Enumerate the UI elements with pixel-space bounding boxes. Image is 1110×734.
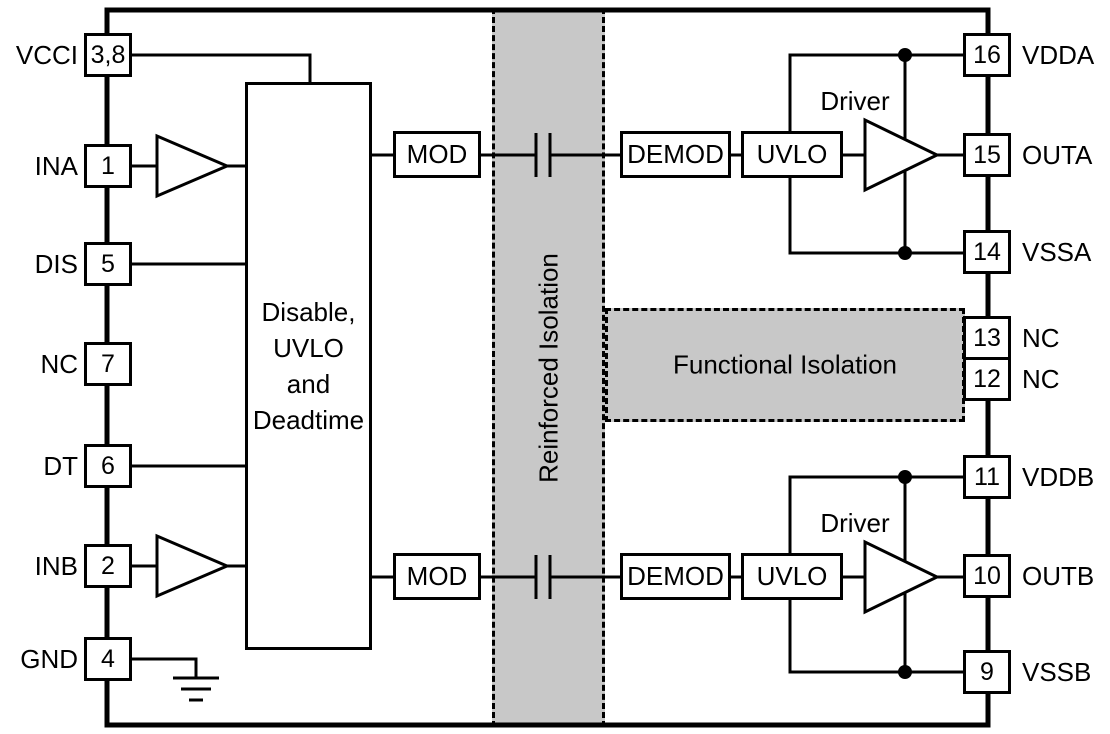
demod-a-block: DEMOD (620, 131, 731, 178)
pin-box-inb: 2 (84, 544, 132, 588)
pin-label-outa: OUTA (1022, 140, 1093, 170)
uvlo-a-block: UVLO (741, 131, 843, 178)
input-buffer-a-icon (155, 133, 231, 199)
functional-isolation-label: Functional Isolation (672, 349, 898, 380)
junction-dots (898, 48, 912, 679)
control-block: Disable, UVLO and Deadtime (245, 82, 372, 650)
package-outline (104, 7, 991, 728)
junction-dot (898, 470, 912, 484)
pin-label-nc-left: NC (40, 349, 78, 379)
uvlo-b-block: UVLO (741, 553, 843, 600)
pin-box-outa: 15 (963, 133, 1011, 177)
pin-label-gnd: GND (20, 644, 78, 674)
pin-box-nc-13: 13 (963, 316, 1011, 360)
pin-box-vddb: 11 (963, 455, 1011, 499)
pin-label-nc-12: NC (1022, 364, 1060, 394)
pin-label-vddb: VDDB (1022, 462, 1095, 492)
pin-label-inb: INB (34, 551, 78, 581)
pin-label-nc-13: NC (1022, 323, 1060, 353)
pin-label-dt: DT (43, 451, 78, 481)
driver-b-label: Driver (820, 508, 890, 538)
driver-a-triangle-icon (863, 117, 941, 193)
pin-label-vssa: VSSA (1022, 237, 1092, 267)
capacitor-a-icon (534, 133, 552, 177)
pin-label-vcci: VCCI (15, 40, 78, 70)
control-block-label: Disable, UVLO and Deadtime (252, 297, 365, 435)
pin-label-dis: DIS (34, 249, 78, 279)
pin-box-gnd: 4 (84, 637, 132, 681)
pin-box-dt: 6 (84, 444, 132, 488)
junction-dot (898, 665, 912, 679)
pin-box-nc-left: 7 (84, 342, 132, 386)
pin-box-ina: 1 (84, 144, 132, 188)
input-buffer-b-icon (155, 533, 231, 599)
demod-b-block: DEMOD (620, 553, 731, 600)
wire-gnd (132, 657, 198, 678)
functional-isolation-band: Functional Isolation (605, 308, 965, 422)
capacitor-b-icon (534, 555, 552, 599)
pin-box-vssa: 14 (963, 230, 1011, 274)
pin-label-outb: OUTB (1022, 561, 1095, 591)
driver-b-triangle-icon (863, 539, 941, 615)
pin-box-dis: 5 (84, 242, 132, 286)
pin-label-ina: INA (34, 151, 78, 181)
pin-box-nc-12: 12 (963, 357, 1011, 401)
reinforced-isolation-band: Reinforced Isolation (492, 8, 605, 727)
mod-b-block: MOD (393, 553, 481, 600)
pin-box-vcci: 3,8 (84, 33, 132, 77)
pin-label-vdda: VDDA (1022, 40, 1095, 70)
junction-dot (898, 246, 912, 260)
junction-dot (898, 48, 912, 62)
pin-box-outb: 10 (963, 554, 1011, 598)
ground-symbol (173, 676, 219, 702)
wire-vcci (132, 53, 312, 82)
pin-label-vssb: VSSB (1022, 657, 1092, 687)
mod-a-block: MOD (393, 131, 481, 178)
pin-box-vdda: 16 (963, 33, 1011, 77)
driver-a-label: Driver (820, 86, 890, 116)
pin-box-vssb: 9 (963, 650, 1011, 694)
